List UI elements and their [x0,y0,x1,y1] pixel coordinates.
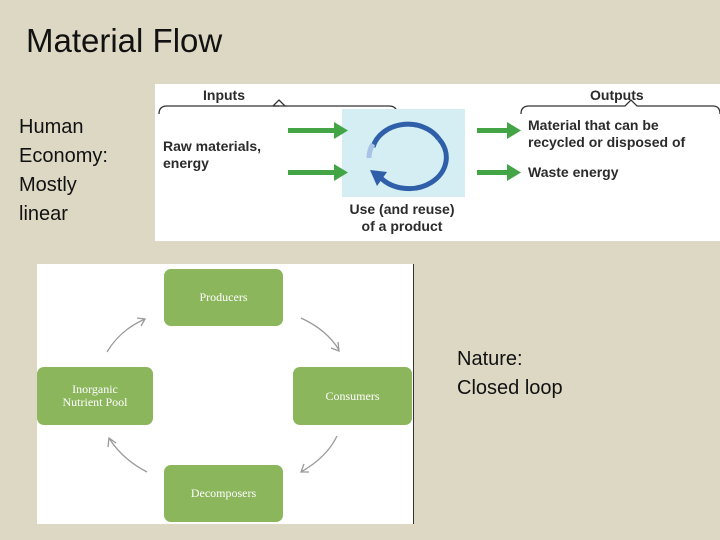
output-material-line: Material that can be [528,117,659,133]
input-arrow-top [288,122,348,139]
producers-label: Producers [199,290,248,304]
decomposers-box: Decomposers [164,465,283,522]
human-economy-note: Human Economy: Mostly linear [19,113,108,229]
input-label: Raw materials, energy [163,138,261,172]
process-label-line: of a product [361,218,443,234]
nature-cycle-diagram: Producers Consumers Decomposers Inorgani… [37,264,414,524]
human-note-line: Human [19,116,84,138]
producers-box: Producers [164,269,283,326]
input-arrow-bottom [288,164,348,181]
human-note-line: linear [19,203,68,225]
human-note-line: Economy: [19,145,108,167]
outputs-header: Outputs [590,87,644,103]
arrow-consumers-to-decomposers [300,435,338,473]
inputs-header: Inputs [203,87,245,103]
arrow-inorganic-to-producers-head [136,317,147,327]
nature-note-line: Nature: [457,348,523,370]
consumers-label: Consumers [325,388,380,403]
decomposers-label: Decomposers [190,486,257,500]
output-waste-label: Waste energy [528,164,619,180]
inorganic-nutrient-pool-box: Inorganic Nutrient Pool [37,367,153,425]
nature-note-line: Closed loop [457,377,563,399]
output-arrow-bottom [477,164,521,181]
consumers-box: Consumers [293,367,412,425]
arrow-decomposers-to-inorganic [108,437,148,473]
output-material-line: recycled or disposed of [528,134,686,150]
input-label-line: Raw materials, [163,138,262,154]
inorganic-label-line: Inorganic [72,382,118,396]
cycle-arrows [106,317,340,473]
output-material-label: Material that can be recycled or dispose… [528,117,685,151]
process-label-line: Use (and reuse) [349,201,455,217]
input-label-line: energy [163,155,209,171]
nature-note: Nature: Closed loop [457,345,563,403]
linear-diagram-graphics [158,99,720,197]
outputs-bracket [520,99,720,115]
linear-economy-diagram: Inputs Outputs Raw materials, energy Use… [155,84,720,241]
inorganic-label-line: Nutrient Pool [62,395,128,409]
arrow-decomposers-to-inorganic-head [107,436,117,448]
process-label: Use (and reuse) of a product [341,201,463,235]
arrow-producers-to-consumers [300,317,340,351]
human-note-line: Mostly [19,174,77,196]
reuse-cycle-icon [366,121,449,192]
output-arrow-top [477,122,521,139]
arrow-producers-to-consumers-head [330,341,340,352]
arrow-consumers-to-decomposers-head [300,463,309,473]
arrow-inorganic-to-producers [106,318,146,353]
slide-title: Material Flow [26,22,223,59]
